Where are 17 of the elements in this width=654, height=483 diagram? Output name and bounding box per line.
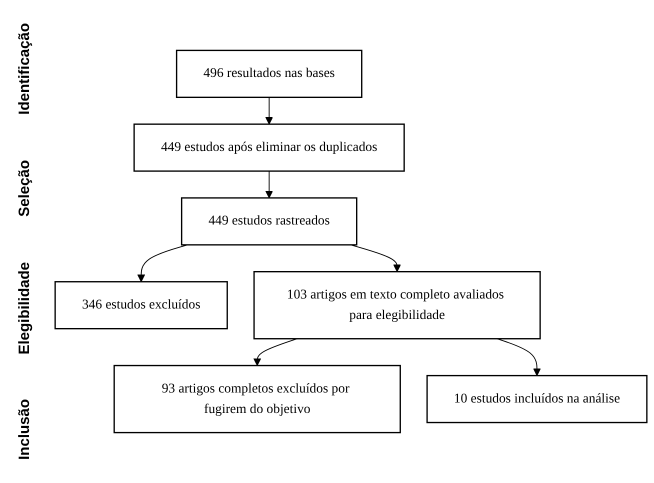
stage-label: Elegibilidade: [16, 262, 32, 354]
arrow: [265, 170, 274, 198]
arrow: [137, 244, 188, 282]
stage-label: Inclusão: [16, 399, 32, 460]
node-box: 449 estudos após eliminar os duplicados: [133, 124, 405, 172]
node-box: 346 estudos excluídos: [54, 281, 228, 330]
node-box: 10 estudos incluídos na análise: [426, 374, 648, 424]
arrow: [350, 244, 402, 272]
node-box: 496 resultados nas bases: [176, 50, 362, 98]
node-box: 93 artigos completos excluídos por fugirem do objetivo: [114, 364, 401, 434]
stage-label: Identificação: [16, 22, 32, 114]
stage-label: Seleção: [16, 160, 32, 216]
arrow: [265, 96, 274, 125]
node-box: 103 artigos em texto completo avaliados para elegibilidade: [253, 271, 541, 340]
arrow: [253, 338, 298, 366]
node-box: 449 estudos rastreados: [180, 197, 358, 246]
arrow: [496, 338, 541, 376]
